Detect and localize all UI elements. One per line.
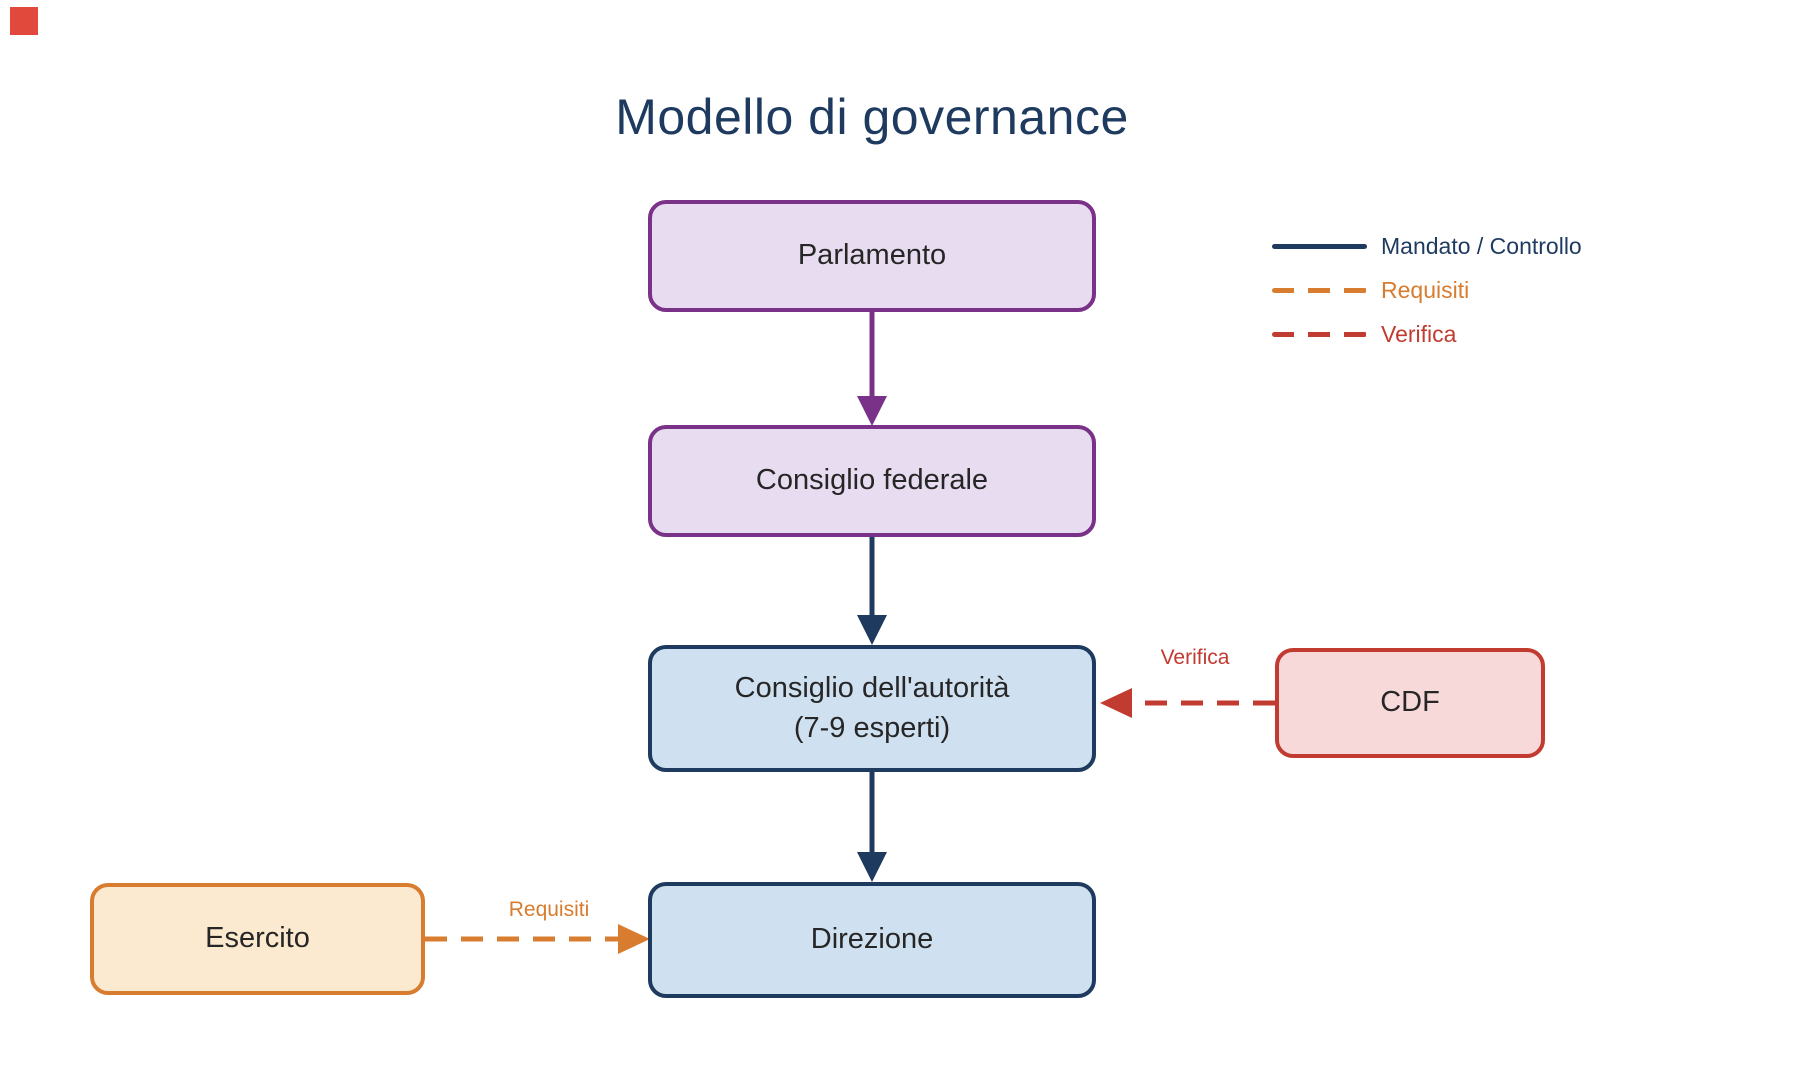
legend-line-dashed-orange [1272, 287, 1367, 293]
node-consiglio-autorita-label: Consiglio dell'autorità [734, 672, 1010, 705]
arrow-autorita-to-direzione [857, 772, 887, 882]
legend-label-verifica: Verifica [1381, 320, 1457, 347]
node-esercito: Esercito [90, 883, 425, 995]
recording-indicator-square [10, 7, 38, 35]
arrow-cdf-to-autorita [1100, 688, 1275, 718]
node-direzione: Direzione [648, 882, 1096, 998]
legend: Mandato / Controllo Requisiti Verifica [1272, 224, 1582, 356]
node-consiglio-federale: Consiglio federale [648, 425, 1096, 537]
legend-label-mandato: Mandato / Controllo [1381, 232, 1582, 259]
node-cdf: CDF [1275, 648, 1545, 758]
edge-label-verifica: Verifica [1160, 646, 1230, 669]
node-consiglio-federale-label: Consiglio federale [755, 464, 989, 497]
legend-label-requisiti: Requisiti [1381, 276, 1470, 303]
node-esercito-label: Esercito [205, 922, 310, 955]
node-direzione-label: Direzione [810, 923, 934, 956]
arrow-parlamento-to-consiglio-federale [857, 312, 887, 426]
arrow-consiglio-federale-to-autorita [857, 537, 887, 645]
arrow-esercito-to-direzione [425, 924, 650, 954]
legend-line-solid-navy [1272, 243, 1367, 249]
legend-row-requisiti: Requisiti [1272, 268, 1582, 312]
node-parlamento: Parlamento [648, 200, 1096, 312]
edge-label-requisiti: Requisiti [508, 898, 590, 921]
node-consiglio-autorita: Consiglio dell'autorità (7-9 esperti) [648, 645, 1096, 772]
legend-row-mandato: Mandato / Controllo [1272, 224, 1582, 268]
page-title: Modello di governance [615, 89, 1129, 145]
legend-row-verifica: Verifica [1272, 312, 1582, 356]
legend-line-dashed-red [1272, 331, 1367, 337]
node-consiglio-autorita-sublabel: (7-9 esperti) [793, 711, 951, 744]
node-parlamento-label: Parlamento [797, 239, 947, 272]
node-cdf-label: CDF [1380, 686, 1440, 719]
